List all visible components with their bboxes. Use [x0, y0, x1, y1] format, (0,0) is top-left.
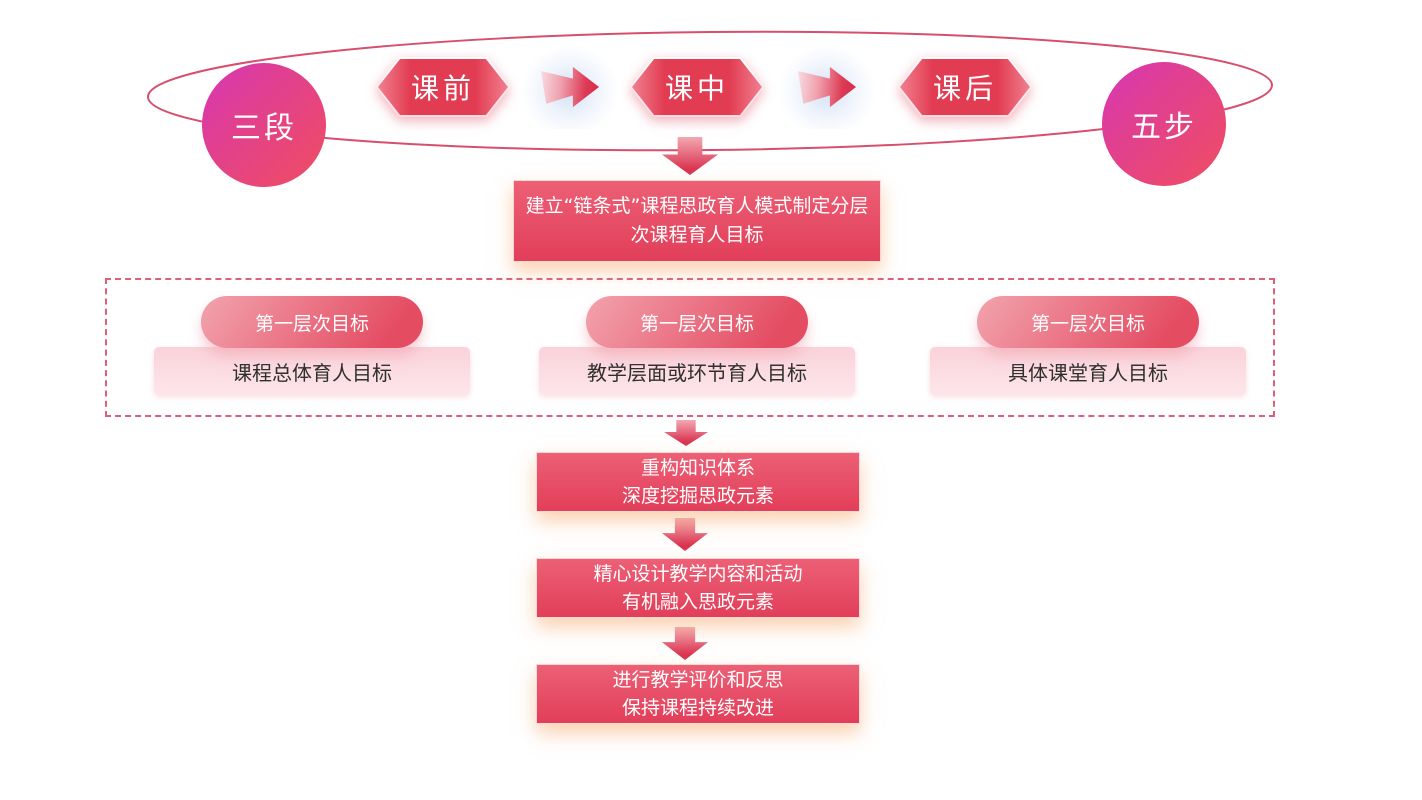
objective-pill-label: 第一层次目标	[254, 312, 369, 335]
model-title-line1: 建立“链条式”课程思政育人模式制定分层	[525, 194, 869, 217]
stage-hexagon-during-class: 课中	[630, 57, 764, 117]
objective-pill-2: 第一层次目标	[586, 296, 808, 348]
step-line2: 深度挖掘思政元素	[621, 485, 774, 507]
objective-description-3: 具体课堂育人目标	[930, 347, 1246, 395]
stage-hexagon-after-class: 课后	[898, 57, 1032, 117]
stage-circle-right-label: 五步	[1131, 110, 1197, 145]
forward-arrow-icon	[779, 45, 875, 129]
objective-description-1: 课程总体育人目标	[154, 347, 470, 395]
step-line1: 重构知识体系	[640, 456, 755, 479]
step-line2: 保持课程持续改进	[621, 697, 774, 719]
stage-hexagon-label: 课前	[378, 59, 508, 115]
objective-description-label: 课程总体育人目标	[232, 360, 392, 385]
objective-description-2: 教学层面或环节育人目标	[539, 347, 855, 395]
stage-hexagon-before-class: 课前	[376, 57, 510, 117]
step-line2: 有机融入思政元素	[621, 591, 774, 613]
objective-pill-label: 第一层次目标	[639, 312, 754, 335]
stage-circle-three-phases: 三段	[202, 63, 326, 187]
step-box-3: 进行教学评价和反思 保持课程持续改进	[536, 664, 860, 724]
stage-circle-left-label: 三段	[231, 111, 297, 146]
step-line1: 精心设计教学内容和活动	[593, 562, 803, 585]
forward-arrow-shape	[541, 66, 599, 108]
objective-description-label: 教学层面或环节育人目标	[587, 360, 807, 385]
objectives-dashed-panel	[105, 278, 1275, 417]
forward-arrow-shape	[798, 66, 856, 108]
model-title-box: 建立“链条式”课程思政育人模式制定分层 次课程育人目标	[513, 180, 881, 262]
step-box-1: 重构知识体系 深度挖掘思政元素	[536, 452, 860, 512]
model-title-line2: 次课程育人目标	[630, 224, 764, 246]
step-line1: 进行教学评价和反思	[612, 668, 784, 691]
stage-hexagon-label: 课中	[632, 59, 762, 115]
objective-pill-1: 第一层次目标	[201, 296, 423, 348]
step-box-2: 精心设计教学内容和活动 有机融入思政元素	[536, 558, 860, 618]
forward-arrow-icon	[522, 45, 618, 129]
objective-pill-label: 第一层次目标	[1030, 312, 1145, 335]
stage-hexagon-label: 课后	[900, 59, 1030, 115]
objective-pill-3: 第一层次目标	[977, 296, 1199, 348]
objective-description-label: 具体课堂育人目标	[1008, 360, 1168, 385]
stage-circle-five-steps: 五步	[1102, 62, 1226, 186]
